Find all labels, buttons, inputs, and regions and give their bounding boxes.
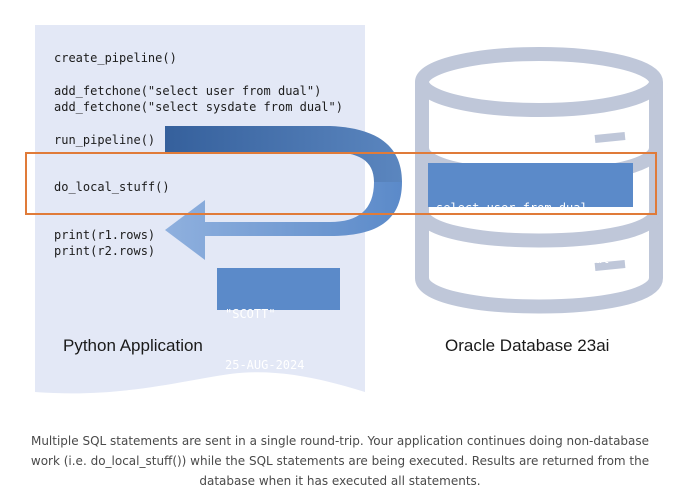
code-add-fetchone-user: add_fetchone("select user from dual") — [54, 84, 322, 98]
code-print-r1: print(r1.rows) — [54, 228, 156, 242]
sql-statements-box: select user from dual select sysdate fro… — [428, 163, 633, 266]
figure-caption: Multiple SQL statements are sent in a si… — [30, 434, 650, 488]
sql-statement-sysdate: select sysdate from dual — [436, 252, 610, 266]
result-user: "SCOTT" — [225, 307, 276, 321]
result-sysdate: 25-AUG-2024 — [225, 358, 305, 372]
sql-statement-user: select user from dual — [436, 201, 588, 215]
code-do-local-stuff: do_local_stuff() — [54, 180, 170, 194]
return-arrow — [165, 182, 402, 260]
code-add-fetchone-sysdate: add_fetchone("select sysdate from dual") — [54, 100, 343, 114]
diagram-graphics — [35, 25, 663, 394]
code-run-pipeline: run_pipeline() — [54, 133, 156, 147]
send-arrow — [165, 126, 402, 182]
database-label: Oracle Database 23ai — [445, 336, 610, 355]
concurrent-work-highlight — [25, 152, 657, 215]
code-create-pipeline: create_pipeline() — [54, 51, 177, 65]
python-app-label: Python Application — [63, 336, 203, 355]
pipeline-diagram: create_pipeline() add_fetchone("select u… — [25, 25, 663, 394]
code-print-r2: print(r2.rows) — [54, 244, 156, 258]
results-box: "SCOTT" 25-AUG-2024 — [217, 268, 340, 372]
